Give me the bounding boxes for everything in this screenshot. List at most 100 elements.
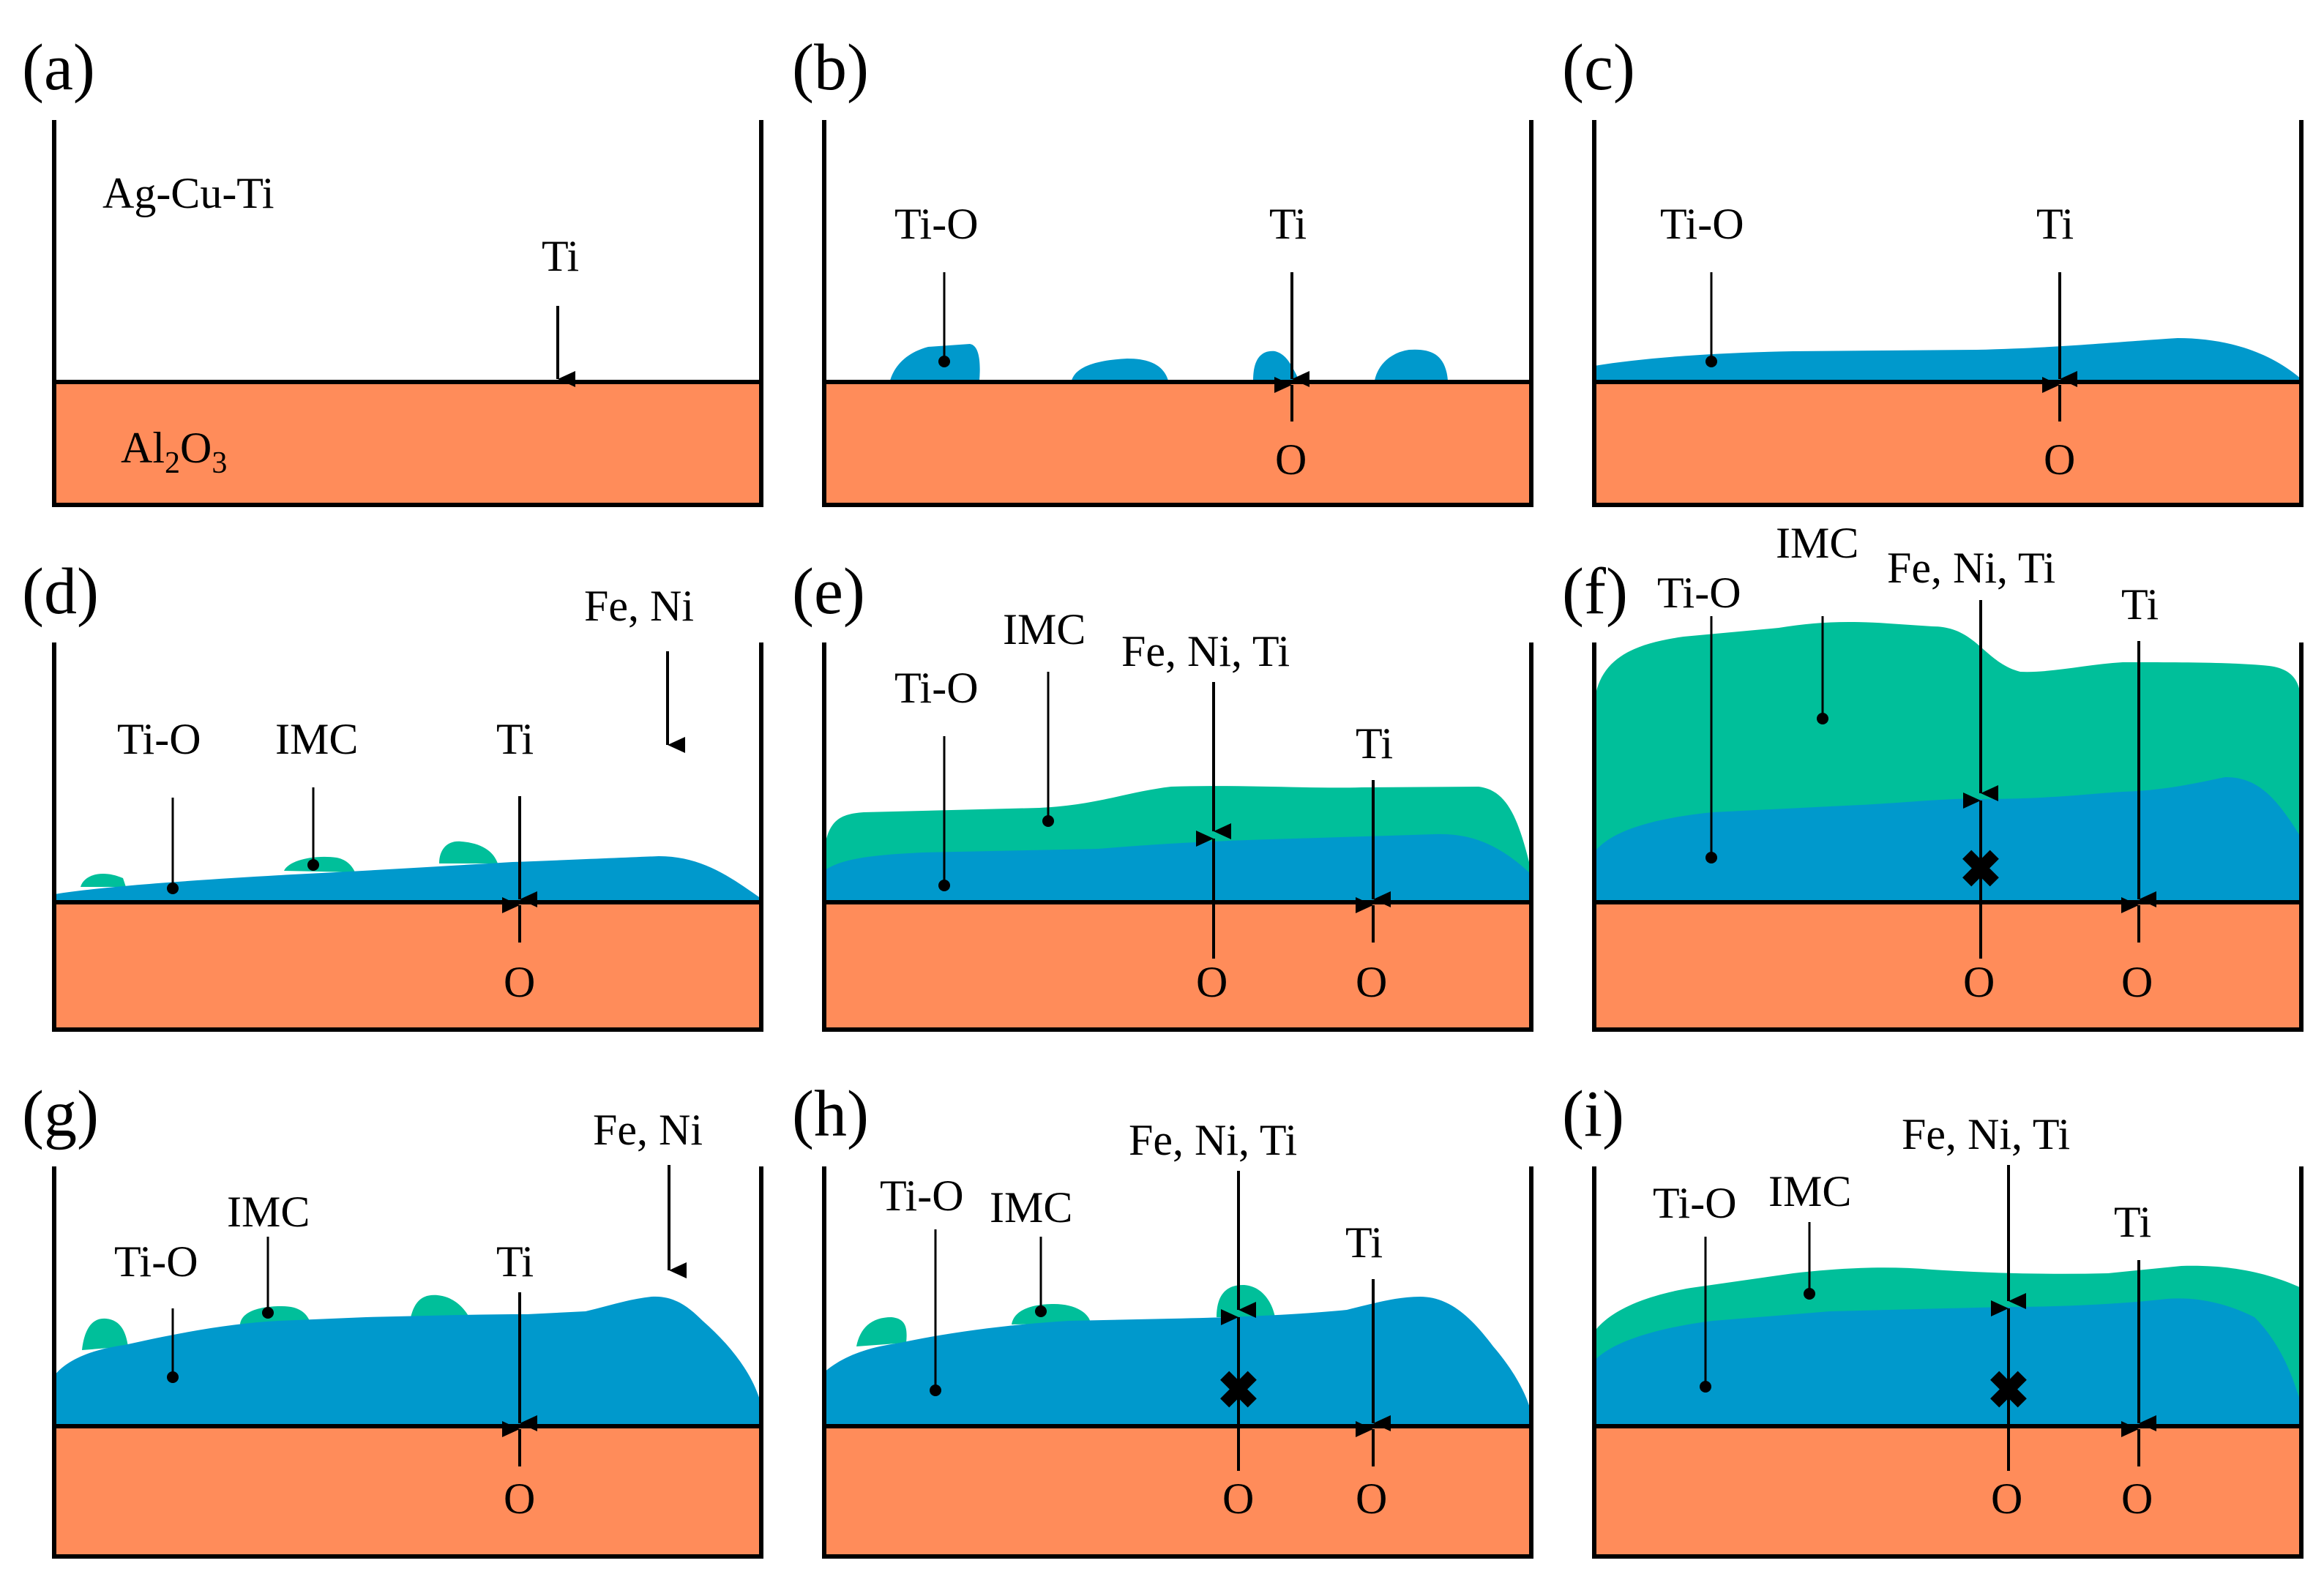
o-label-2: O — [2121, 958, 2153, 1006]
ti-o-islands — [890, 344, 1448, 381]
panel-b-label: (b) — [792, 31, 869, 104]
panel-h: (h) Ti-O IMC Fe, Ni, Ti ✖ O Ti O — [792, 1078, 1533, 1559]
ti-o-label: Ti-O — [894, 664, 979, 712]
imc-label: IMC — [275, 715, 358, 763]
imc-dot — [1035, 1305, 1047, 1317]
imc-dot — [1804, 1288, 1815, 1300]
substrate-label: Al2O3 — [121, 424, 227, 480]
o-label: O — [1963, 958, 1995, 1006]
substrate-al2o3 — [54, 1426, 761, 1556]
fe-ni-label: Fe, Ni — [584, 582, 694, 630]
al-text: Al — [121, 424, 165, 472]
o-label: O — [2044, 435, 2075, 484]
ti-o-layer — [824, 1297, 1531, 1425]
panel-f-label: (f) — [1562, 555, 1628, 628]
o-label-2: O — [2121, 1475, 2153, 1523]
o-label-2: O — [1356, 1475, 1387, 1523]
ti-label: Ti — [496, 1237, 534, 1286]
panel-frame — [822, 1166, 1533, 1559]
panel-frame — [822, 120, 1533, 507]
o-text: O — [180, 424, 212, 472]
panel-frame — [1592, 1166, 2304, 1559]
o-label: O — [1222, 1475, 1254, 1523]
imc-label: IMC — [1776, 519, 1858, 567]
fe-ni-ti-label: Fe, Ni, Ti — [1902, 1110, 2070, 1158]
subscript-2: 2 — [165, 446, 180, 480]
imc-dot — [262, 1307, 274, 1319]
panel-b: (b) Ti-O Ti O — [792, 31, 1533, 507]
substrate-al2o3 — [1594, 902, 2301, 1030]
ti-label: Ti — [1356, 719, 1393, 768]
imc-dot — [1042, 815, 1054, 827]
o-label: O — [504, 1475, 535, 1523]
fe-ni-ti-label: Fe, Ni, Ti — [1129, 1116, 1297, 1164]
imc-dot — [307, 859, 319, 871]
panel-frame — [52, 1166, 763, 1559]
ti-o-dot — [167, 1371, 179, 1383]
ti-o-label: Ti-O — [1660, 200, 1744, 248]
blocked-x-mark: ✖ — [1987, 1363, 2030, 1420]
o-label-2: O — [1356, 958, 1387, 1006]
substrate-al2o3 — [824, 902, 1531, 1030]
ti-o-label: Ti-O — [1657, 569, 1741, 617]
panel-i: (i) Ti-O IMC Fe, Ni, Ti ✖ O Ti O — [1562, 1078, 2304, 1559]
imc-label: IMC — [1768, 1167, 1851, 1215]
panel-f: (f) Ti-O IMC Fe, Ni, Ti ✖ O Ti O — [1562, 519, 2304, 1032]
alloy-label: Ag-Cu-Ti — [102, 169, 274, 217]
panel-e: (e) Ti-O IMC Fe, Ni, Ti O Ti O — [792, 555, 1533, 1032]
ti-o-label: Ti-O — [114, 1237, 198, 1286]
o-label: O — [1275, 435, 1307, 484]
panel-frame — [52, 120, 763, 507]
imc-islands — [856, 1284, 1275, 1346]
panel-frame — [52, 642, 763, 1032]
ti-label: Ti — [2036, 200, 2074, 248]
imc-dot — [1817, 713, 1828, 724]
imc-label: IMC — [1003, 605, 1086, 653]
ti-o-label: Ti-O — [1653, 1179, 1737, 1227]
panel-i-label: (i) — [1562, 1078, 1624, 1150]
ti-label: Ti — [1345, 1218, 1383, 1267]
panel-h-label: (h) — [792, 1078, 869, 1150]
ti-label: Ti — [1269, 200, 1307, 248]
panel-a: (a) Ag-Cu-Ti Al2O3 Ti — [22, 31, 763, 507]
panel-frame — [822, 642, 1533, 1032]
panel-g: (g) Fe, Ni Ti-O IMC Ti O — [22, 1078, 763, 1559]
ti-o-layer — [1594, 777, 2301, 901]
substrate-al2o3 — [1594, 1426, 2301, 1556]
ti-o-dot — [1705, 852, 1717, 863]
substrate-al2o3 — [824, 382, 1531, 505]
ti-label: Ti — [2114, 1198, 2151, 1246]
panel-c-label: (c) — [1562, 31, 1635, 104]
ti-o-dot — [1700, 1381, 1711, 1393]
ti-o-dot — [938, 880, 950, 891]
fe-ni-ti-label: Fe, Ni, Ti — [1887, 544, 2055, 592]
panel-g-label: (g) — [22, 1078, 99, 1150]
o-label: O — [504, 958, 535, 1006]
ti-o-layer — [54, 856, 761, 901]
ti-label: Ti — [2121, 580, 2159, 629]
substrate-al2o3 — [824, 1426, 1531, 1556]
fe-ni-label: Fe, Ni — [593, 1106, 703, 1154]
substrate-al2o3 — [54, 902, 761, 1030]
ti-o-dot — [938, 356, 950, 367]
subscript-3: 3 — [212, 446, 227, 480]
substrate-al2o3 — [1594, 382, 2301, 505]
ti-o-layer — [1594, 338, 2301, 381]
ti-o-layer — [1594, 1298, 2301, 1425]
fe-ni-ti-label: Fe, Ni, Ti — [1121, 627, 1290, 675]
blocked-x-mark: ✖ — [1959, 842, 2003, 899]
ti-label: Ti — [496, 715, 534, 763]
ti-o-layer — [54, 1296, 761, 1425]
ti-o-dot — [930, 1384, 941, 1396]
panel-frame — [1592, 120, 2304, 507]
imc-label: IMC — [227, 1188, 310, 1236]
o-label: O — [1196, 958, 1228, 1006]
panel-d: (d) Fe, Ni Ti-O IMC Ti O — [22, 555, 763, 1032]
substrate-al2o3 — [54, 382, 761, 505]
panel-c: (c) Ti-O Ti O — [1562, 31, 2304, 507]
ti-o-label: Ti-O — [117, 715, 201, 763]
panel-d-label: (d) — [22, 555, 99, 628]
panel-a-label: (a) — [22, 31, 95, 104]
blocked-x-mark: ✖ — [1217, 1363, 1260, 1420]
